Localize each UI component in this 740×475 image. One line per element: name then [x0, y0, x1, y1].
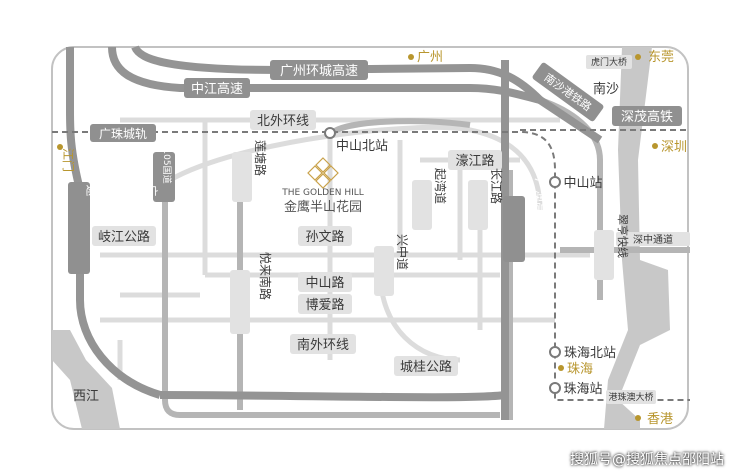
- label-changjiang-road: 长江路: [489, 168, 504, 204]
- region-dots: [57, 54, 658, 421]
- label-qijiang-road: 岐江公路: [98, 229, 150, 245]
- label-liantang-road: 莲塘路: [253, 140, 268, 176]
- label-guangzhou-ring-expressway: 广州环城高速: [280, 63, 358, 79]
- xijiang-river: [52, 330, 120, 429]
- region-dongguan: 东莞: [648, 50, 674, 65]
- label-yuelai-south-road: 悦来南路: [258, 252, 273, 300]
- station-label-zhongshan: 中山站: [563, 176, 602, 191]
- watermark: 搜狐号@搜狐焦点邵阳站: [570, 452, 724, 468]
- label-hzm-bridge: 港珠澳大桥: [608, 391, 653, 403]
- region-guangzhou: 广州: [417, 50, 443, 65]
- label-zhongshan-road: 中山路: [305, 275, 344, 291]
- label-guangao-expressway: 广澳高速: [533, 178, 548, 226]
- project-name-en: THE GOLDEN HILL: [281, 188, 364, 198]
- label-xingzhong-road: 兴中道: [395, 234, 410, 270]
- label-chenggui-road: 城桂公路: [400, 359, 452, 375]
- station-label-zhongshan-north: 中山北站: [336, 139, 388, 154]
- stations: [324, 127, 561, 394]
- region-hongkong: 香港: [647, 412, 673, 427]
- label-qiwan-road: 起湾道: [433, 168, 448, 204]
- label-beiwai-ring: 北外环线: [257, 114, 309, 129]
- region-xijiang: 西江: [73, 389, 99, 404]
- street-label-boxes: [92, 55, 690, 404]
- region-zhuhai: 珠海: [567, 362, 593, 377]
- label-zhangjiang-road: 濠江路: [455, 153, 494, 169]
- station-label-zhuhai-north: 珠海北站: [564, 346, 616, 361]
- project-logo: THE GOLDEN HILL 金鹰半山花园: [281, 157, 364, 215]
- label-zhongjiang-expressway: 中江高速: [191, 81, 243, 97]
- region-nansha: 南沙: [593, 81, 619, 97]
- label-guangzhu-intercity-rail: 广珠城轨: [99, 127, 147, 141]
- station-zhuhai-north[interactable]: [549, 346, 561, 358]
- station-label-zhuhai: 珠海站: [563, 382, 602, 397]
- main-roads: [162, 97, 690, 420]
- label-national-105: 105国道: [161, 148, 173, 183]
- station-zhuhai[interactable]: [549, 382, 561, 394]
- road-label-boxes: [68, 60, 682, 274]
- label-shenzhong-bridge: 深中通道: [633, 233, 673, 246]
- label-sunwen-road: 孙文路: [305, 229, 344, 245]
- region-shenzhen: 深圳: [661, 140, 687, 155]
- station-zhongshan[interactable]: [549, 176, 561, 188]
- label-boai-road: 博爱路: [305, 297, 344, 313]
- region-jiangmen: 江门: [61, 148, 76, 172]
- label-guangzhu-west-expressway: 广珠西线高速: [86, 183, 158, 197]
- station-zhongshan-north[interactable]: [324, 127, 336, 139]
- label-shenmao-railway: 深茂高铁: [621, 109, 673, 125]
- rail-line: [52, 129, 690, 401]
- label-nanwai-ring: 南外环线: [297, 337, 349, 353]
- label-humen-bridge: 虎门大桥: [591, 56, 627, 68]
- label-cuiheng-expressway: 翠亨快线: [616, 214, 630, 258]
- project-name-cn: 金鹰半山花园: [284, 199, 362, 215]
